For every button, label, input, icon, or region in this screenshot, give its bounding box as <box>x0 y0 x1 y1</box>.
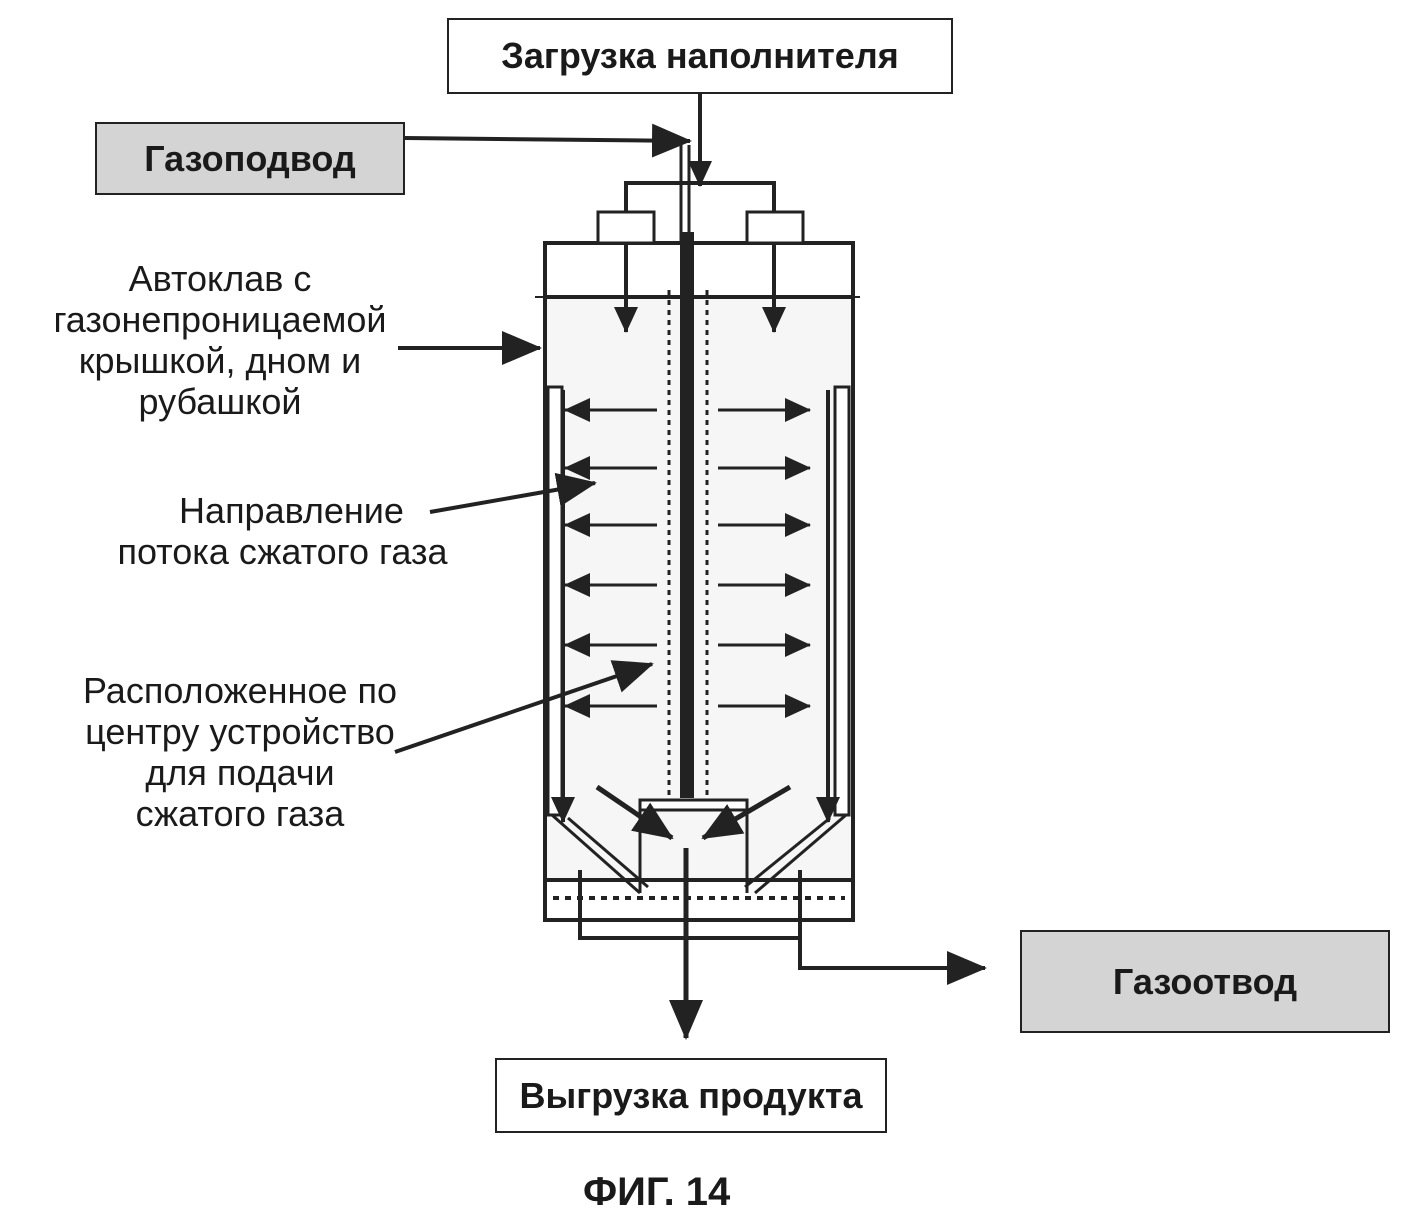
gas-inlet-arrow <box>404 123 692 158</box>
vessel-lid <box>543 241 855 299</box>
filler-loading-label: Загрузка наполнителя <box>501 35 899 76</box>
autoclave-label: Автоклав с газонепроницаемой крышкой, дн… <box>30 258 410 422</box>
gas-inlet-label: Газоподвод <box>144 137 356 179</box>
gas-inlet-box: Газоподвод <box>95 122 405 195</box>
flow-direction-label-line: потока сжатого газа <box>117 531 448 572</box>
flow-arrows-left <box>564 398 657 718</box>
gas-outlet-box: Газоотвод <box>1020 930 1390 1033</box>
central-gas-device <box>667 232 709 798</box>
flow-direction-label: Направление потока сжатого газа <box>100 490 465 572</box>
cone-bottom <box>551 784 847 900</box>
autoclave-label-line: газонепроницаемой <box>53 299 387 340</box>
gas-outlet-piping <box>578 870 987 985</box>
autoclave-label-line: крышкой, дном и <box>78 340 362 381</box>
flow-direction-leader-arrow <box>429 472 597 514</box>
central-device-label-line: сжатого газа <box>135 793 345 834</box>
flow-direction-label-line: Направление <box>179 490 404 531</box>
figure-caption: ФИГ. 14 <box>583 1170 731 1214</box>
autoclave-label-line: Автоклав с <box>128 258 312 299</box>
central-device-leader-arrow <box>394 660 654 754</box>
autoclave-vessel <box>535 241 860 922</box>
gas-outlet-label: Газоотвод <box>1112 960 1298 1002</box>
central-device-label-line: для подачи <box>145 752 335 793</box>
central-device-label-line: центру устройство <box>85 711 395 752</box>
flow-arrows-right <box>718 398 811 718</box>
central-device-label: Расположенное по центру устройство для п… <box>55 670 425 834</box>
central-device-label-line: Расположенное по <box>82 670 397 711</box>
product-unloading-label: Выгрузка продукта <box>519 1074 863 1116</box>
product-unloading-box: Выгрузка продукта <box>495 1058 887 1133</box>
autoclave-label-line: рубашкой <box>138 381 302 422</box>
filler-loading-box: Загрузка наполнителя <box>447 18 953 94</box>
jacket-down-arrows <box>551 390 840 823</box>
